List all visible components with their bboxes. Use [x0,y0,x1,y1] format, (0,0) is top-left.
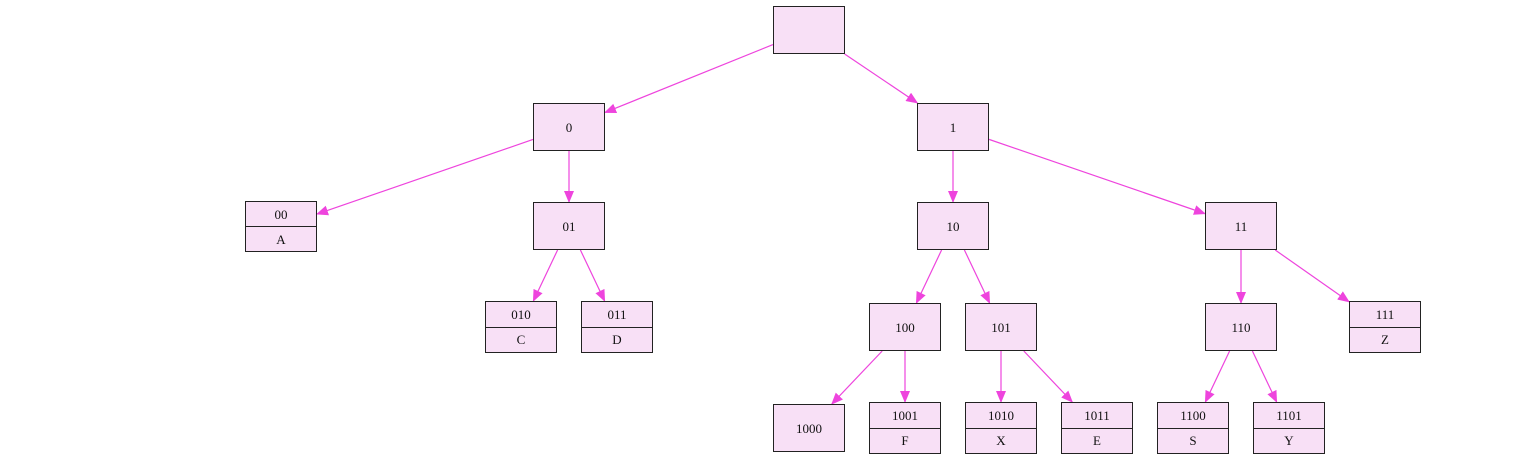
tree-node-101: 101 [965,303,1037,351]
tree-node-1: 1 [917,103,989,151]
edge-n11-to-n111 [1274,249,1350,303]
node-code: 110 [1231,319,1251,335]
tree-node-110: 110 [1205,303,1277,351]
edge-n110-to-n1101 [1251,350,1278,403]
edge-n01-to-n010 [532,249,559,302]
node-code: 1100 [1180,407,1206,423]
tree-node-10: 10 [917,202,989,250]
node-code: 1001 [892,407,918,423]
tree-leaf-1001: 1001 F [869,402,941,454]
edge-n0-to-n00 [316,138,534,216]
node-code: 1101 [1276,407,1302,423]
node-code: 010 [511,306,531,322]
tree-node-100: 100 [869,303,941,351]
node-code: 10 [946,218,960,234]
node-code: 1 [949,119,957,135]
tree-leaf-1011: 1011 E [1061,402,1133,454]
tree-node-1000: 1000 [773,404,845,452]
node-code: 11 [1234,218,1248,234]
node-code: 00 [274,206,288,222]
tree-leaf-1100: 1100 S [1157,402,1229,454]
node-code: 1000 [796,420,822,436]
tree-leaf-111: 111 Z [1349,301,1421,353]
tree-node-0: 0 [533,103,605,151]
node-code: 01 [562,218,576,234]
tree-node-11: 11 [1205,202,1277,250]
node-symbol: Y [1254,427,1324,454]
tree-leaf-00: 00 A [245,201,317,252]
tree-leaf-010: 010 C [485,301,557,353]
node-symbol: F [870,427,940,454]
tree-leaf-011: 011 D [581,301,653,353]
tree-node-root [773,6,845,54]
edge-n110-to-n1100 [1204,350,1231,403]
node-symbol: D [582,326,652,353]
node-symbol: A [246,226,316,251]
node-code: 101 [991,319,1011,335]
tree-leaf-1010: 1010 X [965,402,1037,454]
edge-n100-to-n1000 [831,350,883,405]
node-symbol: S [1158,427,1228,454]
node-code: 1011 [1084,407,1110,423]
node-code: 100 [895,319,915,335]
node-code: 111 [1375,306,1395,322]
node-code [774,7,844,53]
edge-n1-to-n11 [988,138,1206,215]
node-symbol: C [486,326,556,353]
edge-n101-to-n1011 [1023,350,1073,403]
tree-leaf-1101: 1101 Y [1253,402,1325,454]
node-symbol: X [966,427,1036,454]
node-code: 1010 [988,407,1014,423]
edge-root-to-n0 [604,43,774,114]
edge-n10-to-n100 [915,249,943,304]
edge-root-to-n1 [844,53,919,104]
node-code: 0 [565,119,573,135]
edge-n01-to-n011 [579,249,606,302]
node-symbol: Z [1350,326,1420,353]
node-symbol: E [1062,427,1132,454]
node-code: 011 [607,306,627,322]
edge-n10-to-n101 [963,249,991,304]
tree-node-01: 01 [533,202,605,250]
